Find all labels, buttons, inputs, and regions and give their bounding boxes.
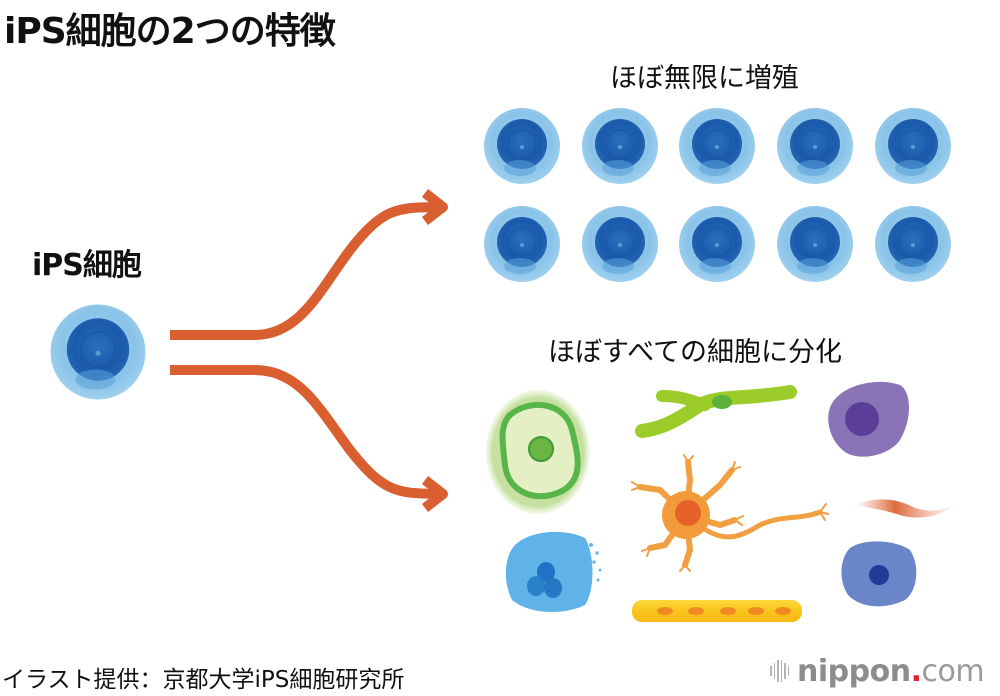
- logo-bars-icon: [770, 660, 789, 682]
- blue-cell-icon: [841, 541, 917, 607]
- neuron-icon: [631, 454, 829, 572]
- illustration-credit: イラスト提供：京都大学iPS細胞研究所: [2, 667, 405, 693]
- proliferation-label: ほぼ無限に増殖: [610, 63, 799, 94]
- proliferated-cell: [678, 107, 756, 185]
- proliferated-cell: [581, 107, 659, 185]
- page-title: iPS細胞の2つの特徴: [4, 11, 336, 52]
- proliferated-cells: [483, 107, 952, 283]
- proliferated-cell: [483, 205, 561, 283]
- logo-text: nippon.com: [797, 653, 985, 689]
- muscle-fiber-icon: [635, 385, 797, 438]
- logo-dot: .: [910, 653, 922, 689]
- purple-cell-icon: [828, 381, 909, 457]
- arrow-to-proliferation: [170, 189, 448, 340]
- proliferated-cell: [874, 107, 952, 185]
- proliferated-cell: [581, 205, 659, 283]
- proliferated-cell: [483, 107, 561, 185]
- proliferated-cell: [874, 205, 952, 283]
- proliferated-cell: [678, 205, 756, 283]
- proliferated-cell: [776, 107, 854, 185]
- green-cell-icon: [486, 390, 590, 514]
- differentiation-label: ほぼすべての細胞に分化: [548, 337, 843, 368]
- ips-cell-icon: [49, 303, 147, 401]
- blue-fat-cell-icon: [505, 531, 602, 612]
- ips-cell-label: iPS細胞: [32, 248, 142, 283]
- nippon-com-logo[interactable]: nippon.com: [770, 653, 985, 689]
- arrow-to-differentiation: [170, 365, 448, 512]
- logo-tld: com: [921, 653, 985, 689]
- smooth-muscle-icon: [855, 499, 955, 518]
- logo-brand: nippon: [797, 653, 911, 689]
- cardiac-fiber-icon: [632, 600, 802, 622]
- proliferated-cell: [776, 205, 854, 283]
